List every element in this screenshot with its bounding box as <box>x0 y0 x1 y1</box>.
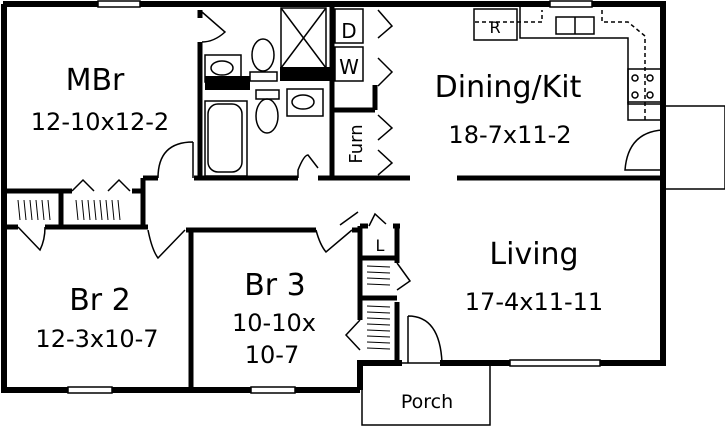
closet-hatch <box>17 199 391 350</box>
room-dims-living: 17-4x11-11 <box>465 288 603 316</box>
swing-doors <box>17 11 664 364</box>
room-name-mbr: MBr <box>66 63 125 98</box>
windows <box>67 0 601 394</box>
room-dims-mbr: 12-10x12-2 <box>31 108 169 136</box>
room-dims-br2: 12-3x10-7 <box>35 325 158 353</box>
washer-label: W <box>339 55 359 79</box>
bifold-doors <box>71 9 412 351</box>
linen-closet-label: L <box>376 236 385 255</box>
room-dims-dining-kit: 18-7x11-2 <box>448 121 571 149</box>
room-name-porch: Porch <box>401 391 453 413</box>
furnace-label: Furn <box>346 124 367 163</box>
room-dims-br3-line2: 10-7 <box>245 341 299 369</box>
room-name-br2: Br 2 <box>69 283 131 318</box>
room-name-dining-kit: Dining/Kit <box>435 70 582 105</box>
porch <box>361 105 725 426</box>
interior-walls <box>4 4 663 390</box>
room-name-living: Living <box>489 237 578 272</box>
dryer-label: D <box>341 19 356 43</box>
refrigerator-label: R <box>489 18 500 37</box>
room-dims-br3-line1: 10-10x <box>232 309 316 337</box>
washer-dryer <box>334 8 364 82</box>
kitchen-counter <box>473 6 663 121</box>
bath-fixtures <box>204 7 327 177</box>
room-name-br3: Br 3 <box>244 268 306 303</box>
